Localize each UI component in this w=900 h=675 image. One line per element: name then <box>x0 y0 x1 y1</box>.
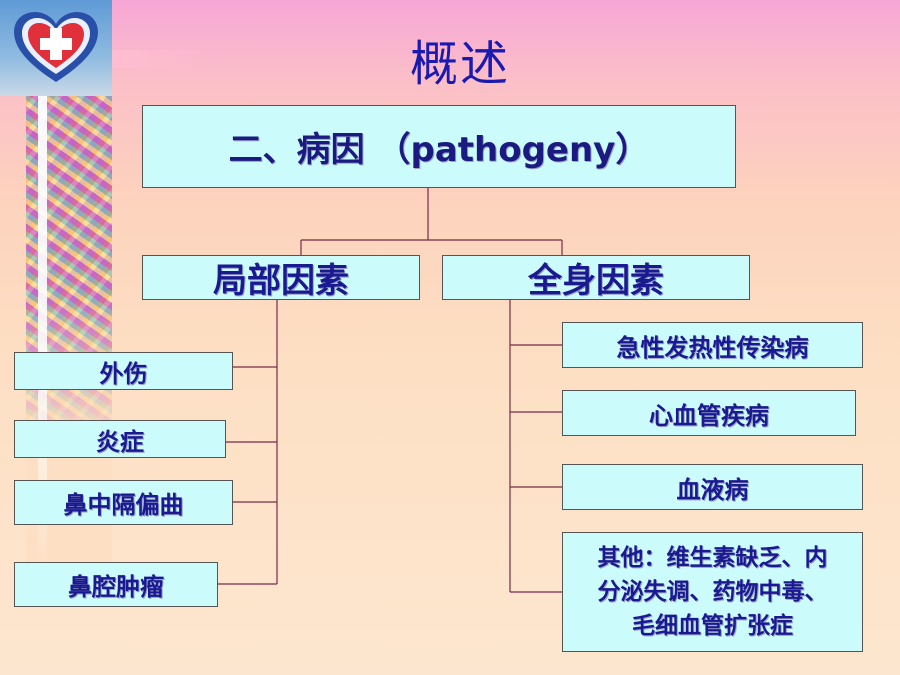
local-item-inflammation: 炎症 <box>14 420 226 458</box>
category-local-label: 局部因素 <box>213 261 349 301</box>
systemic-item-label: 心血管疾病 <box>649 401 769 430</box>
local-item-label: 外伤 <box>99 359 148 388</box>
category-systemic-label: 全身因素 <box>528 261 664 301</box>
systemic-item-febrile-infection: 急性发热性传染病 <box>562 322 863 368</box>
local-item-nasal-tumor: 鼻腔肿瘤 <box>14 562 218 607</box>
local-item-label: 鼻中隔偏曲 <box>63 491 184 519</box>
systemic-item-others: 其他：维生素缺乏、内 分泌失调、药物中毒、 毛细血管扩张症 <box>562 532 863 652</box>
category-systemic-factors: 全身因素 <box>442 255 750 301</box>
local-item-label: 炎症 <box>96 427 144 456</box>
local-item-label: 鼻腔肿瘤 <box>68 573 164 601</box>
slide-title: 概述 <box>409 36 510 92</box>
systemic-item-cardiovascular: 心血管疾病 <box>562 390 856 436</box>
local-item-trauma: 外伤 <box>14 352 233 390</box>
systemic-item-line: 分泌失调、药物中毒、 <box>597 579 828 605</box>
systemic-item-label: 血液病 <box>676 475 749 504</box>
decorative-white-stripe <box>38 96 47 566</box>
heart-cross-icon <box>14 12 98 82</box>
systemic-item-line: 毛细血管扩张症 <box>632 613 793 639</box>
decorative-band <box>112 50 212 68</box>
root-node-label: 二、病因 （pathogeny） <box>228 130 650 170</box>
systemic-item-blood-disease: 血液病 <box>562 464 863 510</box>
systemic-item-others-text: 其他：维生素缺乏、内 分泌失调、药物中毒、 毛细血管扩张症 <box>598 541 828 643</box>
root-node-pathogeny: 二、病因 （pathogeny） <box>142 105 736 188</box>
systemic-item-line: 其他：维生素缺乏、内 <box>597 545 828 571</box>
local-item-septal-deviation: 鼻中隔偏曲 <box>14 480 233 525</box>
category-local-factors: 局部因素 <box>142 255 420 301</box>
systemic-item-label: 急性发热性传染病 <box>616 333 809 362</box>
